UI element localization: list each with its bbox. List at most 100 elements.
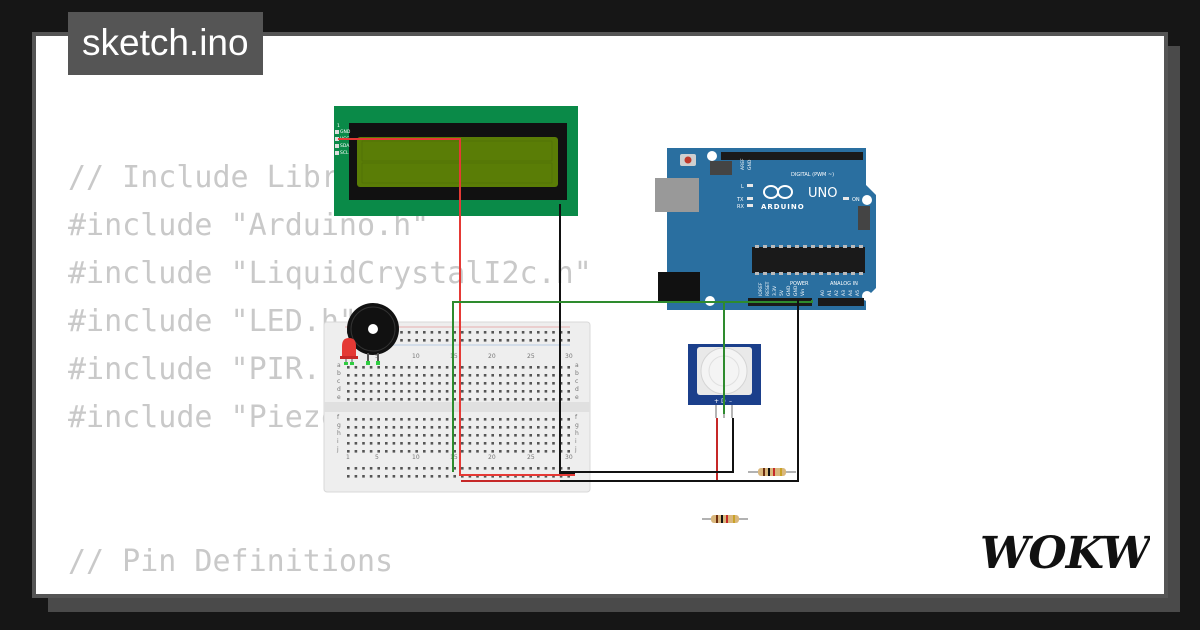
breadboard-hole <box>552 426 555 429</box>
breadboard-hole <box>423 339 426 342</box>
breadboard-hole <box>423 331 426 334</box>
breadboard-hole <box>552 398 555 401</box>
breadboard-hole <box>537 331 540 334</box>
breadboard-hole <box>468 331 472 334</box>
breadboard-hole <box>400 331 403 334</box>
breadboard-hole <box>552 331 555 334</box>
breadboard-hole <box>415 374 418 377</box>
piezo-buzzer[interactable] <box>347 303 399 365</box>
breadboard-col-label: 30 <box>565 353 573 360</box>
breadboard-col-label: 10 <box>412 353 420 360</box>
breadboard-hole <box>559 467 563 470</box>
code-line: #include "Arduino.h" <box>68 208 430 243</box>
breadboard-hole <box>362 467 365 470</box>
breadboard-hole <box>483 434 487 437</box>
wire-green[interactable] <box>452 300 813 472</box>
breadboard-hole <box>529 398 532 401</box>
breadboard-hole <box>559 442 563 445</box>
breadboard-hole <box>354 398 358 401</box>
breadboard-hole <box>445 450 449 453</box>
resistor[interactable] <box>702 515 748 523</box>
breadboard-col-label: 30 <box>565 454 573 461</box>
breadboard-hole <box>521 339 525 342</box>
breadboard-hole <box>445 426 449 429</box>
breadboard-hole <box>407 467 411 470</box>
breadboard-hole <box>521 450 525 453</box>
breadboard-hole <box>415 442 418 445</box>
breadboard-hole <box>407 418 411 421</box>
breadboard-hole <box>385 450 388 453</box>
arduino-analog-pin-label: A0 <box>820 290 826 296</box>
breadboard-hole <box>468 374 472 377</box>
breadboard-hole <box>461 467 464 470</box>
file-name-tab[interactable]: sketch.ino <box>68 12 263 75</box>
breadboard-hole <box>521 331 525 334</box>
breadboard-hole <box>453 450 456 453</box>
breadboard-hole <box>544 331 548 334</box>
wire-red[interactable] <box>338 138 575 476</box>
breadboard-row-label: d <box>575 386 579 393</box>
breadboard-hole <box>544 390 548 393</box>
breadboard-hole <box>430 366 434 369</box>
breadboard-hole <box>385 442 388 445</box>
breadboard-row-label: h <box>575 430 579 437</box>
breadboard-hole <box>415 467 418 470</box>
breadboard-hole <box>552 390 555 393</box>
breadboard-hole <box>430 450 434 453</box>
breadboard-col-label: 20 <box>488 454 496 461</box>
breadboard-hole <box>362 374 365 377</box>
breadboard-hole <box>400 426 403 429</box>
breadboard-hole <box>491 450 494 453</box>
breadboard-row-label: e <box>337 394 341 401</box>
breadboard-hole <box>423 426 426 429</box>
wire-black-gnd[interactable] <box>560 300 799 482</box>
breadboard-hole <box>537 339 540 342</box>
breadboard-hole <box>369 418 373 421</box>
breadboard-hole <box>423 418 426 421</box>
breadboard-hole <box>506 366 510 369</box>
breadboard-hole <box>468 398 472 401</box>
breadboard-hole <box>476 390 479 393</box>
breadboard-hole <box>544 442 548 445</box>
breadboard-hole <box>369 374 373 377</box>
breadboard-hole <box>453 331 456 334</box>
red-led[interactable] <box>340 338 358 365</box>
breadboard-hole <box>491 331 494 334</box>
breadboard-hole <box>438 339 441 342</box>
breadboard-hole <box>445 398 449 401</box>
breadboard-hole <box>438 434 441 437</box>
resistor[interactable] <box>748 468 796 476</box>
breadboard-hole <box>392 398 396 401</box>
breadboard-holes <box>347 331 570 478</box>
breadboard-hole <box>514 339 517 342</box>
breadboard-hole <box>559 450 563 453</box>
breadboard-hole <box>362 418 365 421</box>
wire-black-pir[interactable] <box>560 418 734 473</box>
pir-pin-label: – <box>729 398 732 405</box>
breadboard-hole <box>567 467 570 470</box>
breadboard-hole <box>445 475 449 478</box>
arduino-uno[interactable]: UNO ARDUINO DIGITAL (PWM ~) POWER ANALOG… <box>655 148 876 310</box>
breadboard-hole <box>400 398 403 401</box>
breadboard-hole <box>521 382 525 385</box>
breadboard-hole <box>430 331 434 334</box>
breadboard-hole <box>369 475 373 478</box>
arduino-power-pin-label: GND <box>786 285 792 296</box>
breadboard-hole <box>529 426 532 429</box>
breadboard-hole <box>445 442 449 445</box>
breadboard-hole <box>559 398 563 401</box>
breadboard-hole <box>400 382 403 385</box>
breadboard-hole <box>514 418 517 421</box>
breadboard-hole <box>347 374 350 377</box>
breadboard-hole <box>529 390 532 393</box>
lcd-display[interactable]: 1 GND VCC SDA SCL <box>334 106 578 216</box>
breadboard-hole <box>377 426 380 429</box>
breadboard-hole <box>430 382 434 385</box>
breadboard-hole <box>491 434 494 437</box>
breadboard-hole <box>453 366 456 369</box>
breadboard-hole <box>567 331 570 334</box>
breadboard-hole <box>400 374 403 377</box>
breadboard-hole <box>491 442 494 445</box>
breadboard-row-label: a <box>575 362 579 369</box>
breadboard-hole <box>438 331 441 334</box>
